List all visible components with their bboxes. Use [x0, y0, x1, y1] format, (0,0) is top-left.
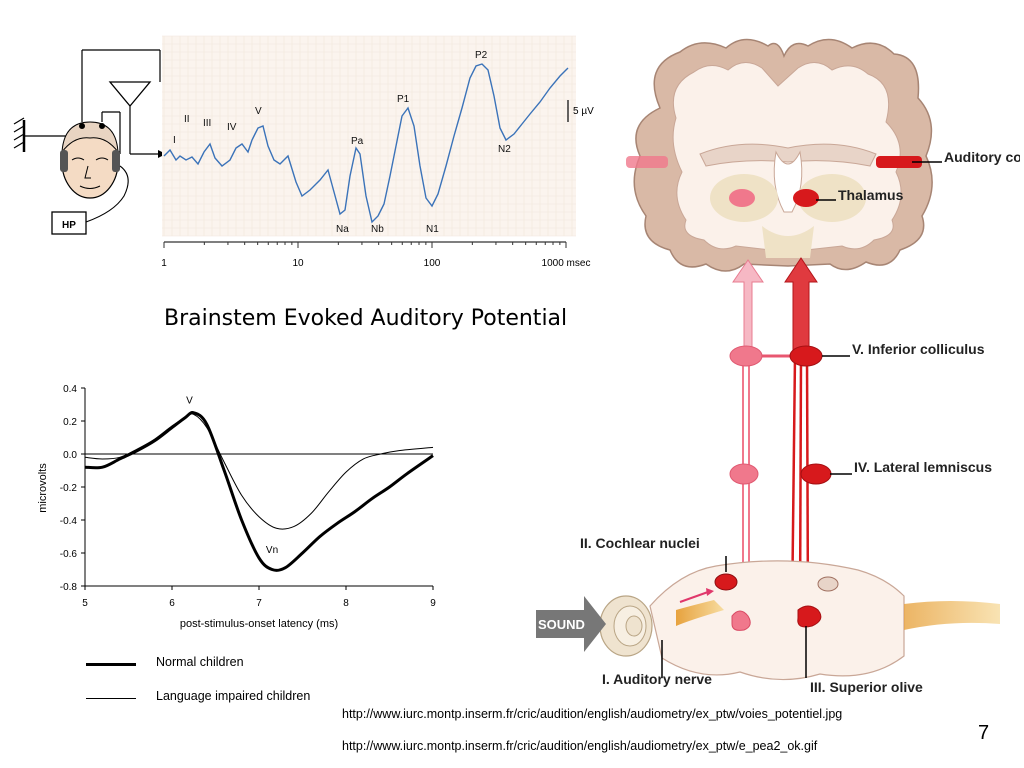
- aep-tick-label: 1: [161, 258, 167, 269]
- y-tick-label: -0.6: [60, 549, 78, 560]
- head-illustration: HP: [13, 49, 166, 235]
- chart-y-ticks: 0.4 0.2 0.0 -0.2 -0.4 -0.6 -0.8: [60, 384, 85, 593]
- source-url-2: http://www.iurc.montp.inserm.fr/cric/aud…: [342, 739, 818, 753]
- cochlear-nuclei-label: II. Cochlear nuclei: [580, 535, 700, 551]
- peak-label-i: I: [173, 135, 176, 146]
- x-tick-label: 5: [82, 598, 88, 609]
- cochlea: [599, 595, 653, 657]
- peak-label-nb: Nb: [371, 224, 384, 235]
- ic-right-node: [789, 345, 823, 367]
- chart-x-ticks: 5 6 7 8 9: [82, 586, 436, 609]
- y-tick-label: 0.2: [63, 417, 77, 428]
- aep-trace: [163, 63, 569, 224]
- auditory-cortex-label: Auditory cortex: [944, 149, 1020, 165]
- peak-label-p2: P2: [475, 50, 488, 61]
- ll-left-node: [729, 463, 759, 485]
- peak-label-p1: P1: [397, 94, 410, 105]
- peak-label-iii: III: [203, 118, 211, 129]
- legend-label-impaired: Language impaired children: [156, 689, 311, 703]
- sound-label: SOUND: [538, 617, 585, 632]
- aep-x-ticks: 1 10 100 1000 msec: [161, 242, 590, 269]
- leader-lines: [661, 161, 942, 678]
- chart-x-label: post-stimulus-onset latency (ms): [180, 618, 338, 630]
- y-tick-label: -0.8: [60, 582, 78, 593]
- peak-label-na: Na: [336, 224, 349, 235]
- legend-label-normal: Normal children: [156, 655, 244, 669]
- lateral-lemniscus-label: IV. Lateral lemniscus: [854, 459, 992, 475]
- brainstem: [649, 560, 1000, 681]
- ll-right-node: [800, 463, 832, 485]
- inferior-colliculus-label: V. Inferior colliculus: [852, 341, 985, 357]
- x-tick-label: 8: [343, 598, 349, 609]
- brain-section: [626, 38, 933, 272]
- x-tick-label: 6: [169, 598, 175, 609]
- legend-item-impaired: Language impaired children: [84, 688, 364, 708]
- chart-annotations: V Vn: [186, 395, 278, 556]
- aep-grid-background: [162, 36, 576, 236]
- x-tick-label: 7: [256, 598, 262, 609]
- device-label: HP: [62, 220, 76, 231]
- aep-tick-label: 10: [292, 258, 304, 269]
- chart-y-label: microvolts: [37, 463, 49, 513]
- peak-label-ii: II: [184, 114, 190, 125]
- sound-arrow: SOUND: [536, 596, 606, 652]
- auditory-pathway-figure: SOUND Auditory cortex Thalamus V. Inferi…: [536, 38, 1020, 695]
- auditory-cortex-text: Auditory cortex: [944, 149, 1020, 165]
- source-url-1: http://www.iurc.montp.inserm.fr/cric/aud…: [342, 707, 843, 721]
- peak-label-n2: N2: [498, 144, 511, 155]
- auditory-nerve-label: I. Auditory nerve: [602, 671, 712, 687]
- legend-line-normal: [86, 663, 136, 666]
- x-tick-label: 9: [430, 598, 436, 609]
- legend-line-impaired: [86, 698, 136, 699]
- peak-label-n1: N1: [426, 224, 439, 235]
- chart-series: [84, 411, 434, 572]
- series-line-normal: [84, 411, 434, 572]
- y-tick-label: -0.4: [60, 516, 78, 527]
- latency-line-chart: 0.4 0.2 0.0 -0.2 -0.4 -0.6 -0.8 5 6 7 8 9 V Vn micr…: [37, 384, 436, 630]
- y-tick-label: 0.0: [63, 450, 77, 461]
- page-number: 7: [978, 722, 990, 744]
- aep-grid: [162, 35, 576, 237]
- ic-left-node: [729, 345, 763, 367]
- aep-tick-label: 100: [424, 258, 441, 269]
- superior-olive-label: III. Superior olive: [810, 679, 923, 695]
- y-tick-label: 0.4: [63, 384, 77, 395]
- y-tick-label: -0.2: [60, 483, 78, 494]
- series-line-impaired: [84, 413, 434, 530]
- scale-label: 5 µV: [573, 106, 594, 117]
- annotation-vn: Vn: [266, 545, 278, 556]
- aep-figure: HP 1 10 100 1000 msec 5 µV I II III IV V Pa…: [13, 35, 594, 269]
- slide-title: Brainstem Evoked Auditory Potential: [164, 306, 568, 331]
- aep-tick-label: 1000 msec: [542, 258, 591, 269]
- peak-label-pa: Pa: [351, 136, 364, 147]
- peak-label-v: V: [255, 106, 262, 117]
- legend-item-normal: Normal children: [84, 654, 364, 674]
- annotation-v: V: [186, 395, 193, 406]
- peak-labels: I II III IV V Pa P1 P2 Na Nb N1 N2: [173, 50, 511, 235]
- peak-label-iv: IV: [227, 122, 237, 133]
- thalamus-label: Thalamus: [838, 187, 904, 203]
